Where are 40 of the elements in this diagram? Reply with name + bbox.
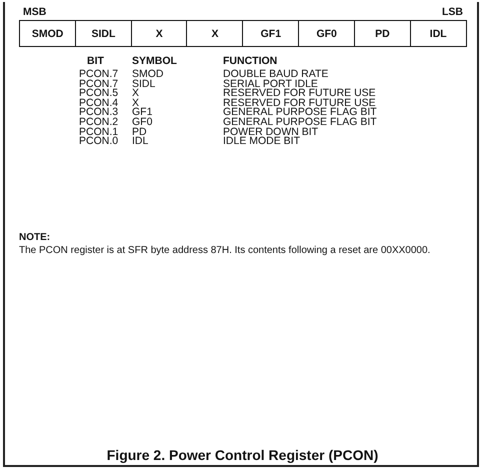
- column-header: BIT: [87, 56, 104, 66]
- bit-symbol: GF0: [132, 117, 152, 127]
- bit-function: GENERAL PURPOSE FLAG BIT: [223, 107, 377, 118]
- bit-function: RESERVED FOR FUTURE USE: [223, 98, 376, 108]
- bit-name: PCON.4: [79, 98, 118, 108]
- register-bit-cell: X: [130, 20, 188, 47]
- bit-function: GENERAL PURPOSE FLAG BIT: [223, 117, 377, 127]
- bit-symbol: IDL: [132, 136, 148, 146]
- bit-symbol: X: [132, 98, 140, 108]
- register-bit-cell: GF1: [242, 20, 300, 47]
- note-text: The PCON register is at SFR byte address 87H. Its contents following a reset are 00XX0000.: [19, 245, 432, 256]
- bit-name: PCON.7: [79, 78, 118, 89]
- bit-symbol: SIDL: [132, 78, 156, 89]
- bit-name: PCON.3: [79, 107, 118, 118]
- bit-symbol: PD: [132, 126, 147, 137]
- register-bit-cell: SIDL: [74, 20, 132, 47]
- bit-symbol: X: [132, 88, 140, 98]
- bit-symbol: GF1: [132, 107, 152, 118]
- bit-symbol: SMOD: [132, 69, 164, 79]
- bit-name: PCON.1: [79, 126, 118, 137]
- bit-function: POWER DOWN BIT: [223, 126, 318, 137]
- bit-name: PCON.0: [79, 136, 118, 146]
- figure-caption: Figure 2. Power Control Register (PCON): [106, 448, 378, 462]
- note-heading: NOTE:: [19, 233, 50, 243]
- bit-name: PCON.2: [79, 117, 118, 127]
- bit-order-label: MSB: [23, 7, 46, 18]
- register-bit-cell: X: [186, 20, 244, 47]
- bit-name: PCON.7: [79, 69, 118, 79]
- bit-function: IDLE MODE BIT: [223, 136, 300, 146]
- bit-name: PCON.5: [79, 88, 118, 98]
- bit-function: SERIAL PORT IDLE: [223, 78, 318, 89]
- register-bit-cell: PD: [354, 20, 412, 47]
- register-bit-cell: IDL: [410, 20, 467, 47]
- bit-function: DOUBLE BAUD RATE: [223, 69, 328, 79]
- register-bit-cell: SMOD: [19, 20, 76, 47]
- column-header: SYMBOL: [132, 56, 177, 66]
- register-bit-cell: GF0: [298, 20, 356, 47]
- column-header: FUNCTION: [223, 56, 278, 66]
- bit-function: RESERVED FOR FUTURE USE: [223, 88, 376, 98]
- bit-order-label: LSB: [442, 7, 463, 18]
